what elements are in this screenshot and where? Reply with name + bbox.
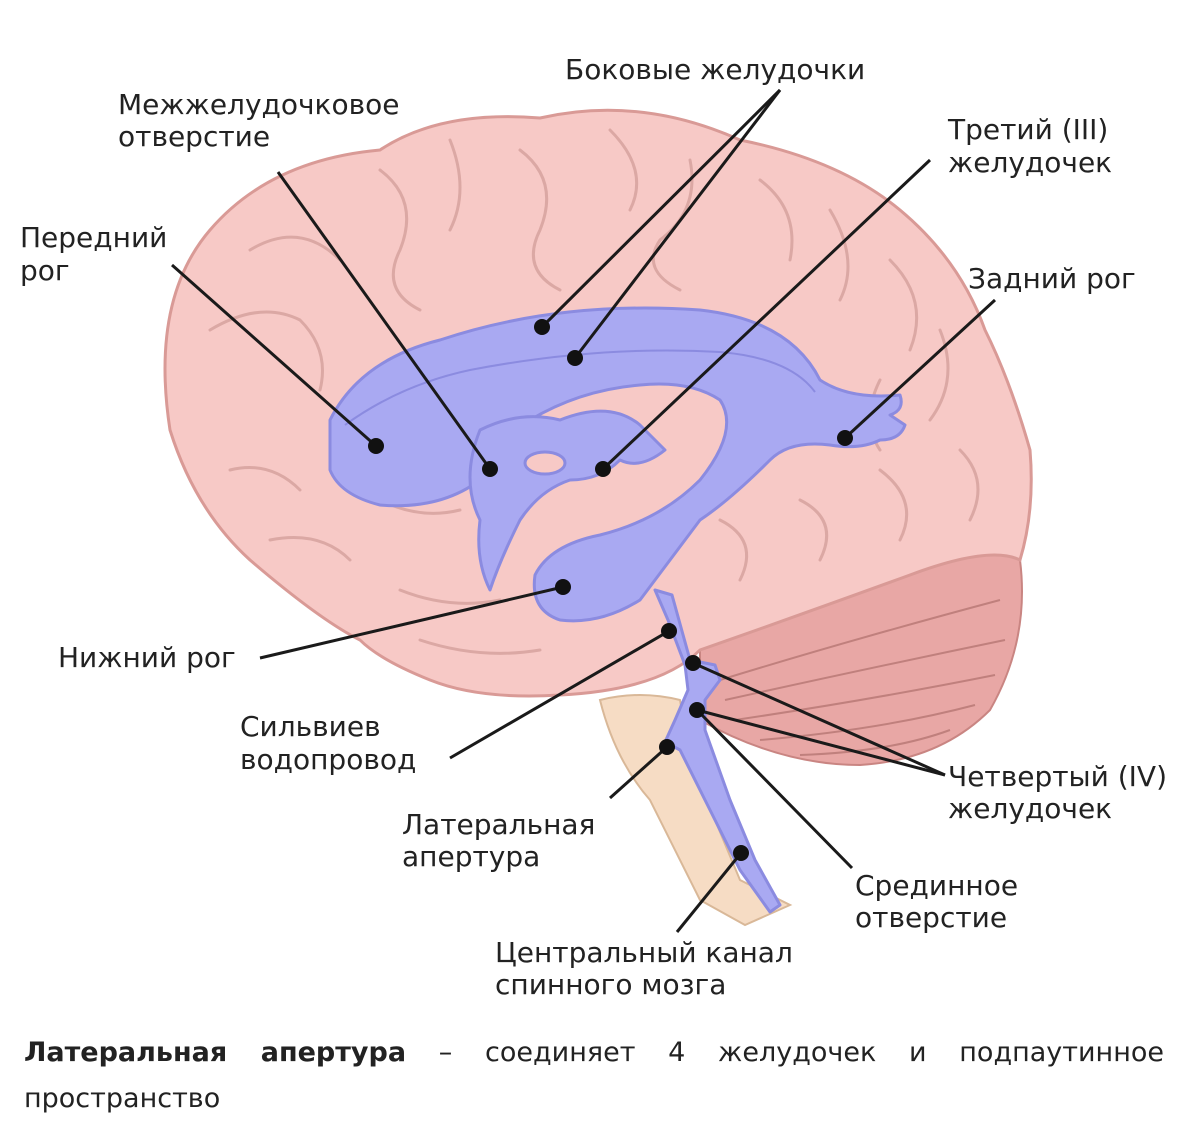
label-cerebral-aqueduct-2: водопровод (240, 743, 416, 776)
dot-third-ventricle (595, 461, 611, 477)
label-cerebral-aqueduct-1: Сильвиев (240, 710, 381, 743)
label-median-aperture-2: отверстие (855, 901, 1007, 934)
dot-lateral-aperture (659, 739, 675, 755)
dot-lateral-ventricles-b (567, 350, 583, 366)
dot-cerebral-aqueduct (661, 623, 677, 639)
label-inferior-horn: Нижний рог (58, 641, 236, 674)
label-lateral-aperture-1: Латеральная (402, 808, 595, 841)
dot-interventricular-foramen (482, 461, 498, 477)
dot-lateral-ventricles-a (534, 319, 550, 335)
label-posterior-horn: Задний рог (968, 262, 1136, 295)
label-anterior-horn-1: Передний (20, 221, 167, 254)
label-central-canal-2: спинного мозга (495, 968, 726, 1001)
dot-inferior-horn (555, 579, 571, 595)
dot-median-aperture (689, 702, 705, 718)
caption-term: Латеральная апертура (24, 1037, 406, 1068)
dot-fourth-ventricle (685, 655, 701, 671)
label-fourth-ventricle-1: Четвертый (IV) (948, 760, 1167, 793)
label-interventricular-foramen-1: Межжелудочковое (118, 88, 399, 121)
label-median-aperture-1: Срединное (855, 869, 1018, 902)
dot-anterior-horn (368, 438, 384, 454)
label-interventricular-foramen-2: отверстие (118, 120, 270, 153)
label-central-canal-1: Центральный канал (495, 936, 793, 969)
label-third-ventricle-1: Третий (III) (947, 113, 1108, 146)
label-lateral-aperture-2: апертура (402, 840, 540, 873)
label-anterior-horn-2: рог (20, 254, 70, 287)
ventricles-diagram: Боковые желудочки Межжелудочковое отверс… (0, 0, 1190, 1020)
label-fourth-ventricle-2: желудочек (948, 792, 1112, 825)
dot-posterior-horn (837, 430, 853, 446)
dot-central-canal (733, 845, 749, 861)
label-lateral-ventricles: Боковые желудочки (565, 53, 865, 86)
label-third-ventricle-2: желудочек (948, 146, 1112, 179)
caption: Латеральная апертура – соединяет 4 желуд… (24, 1030, 1164, 1122)
